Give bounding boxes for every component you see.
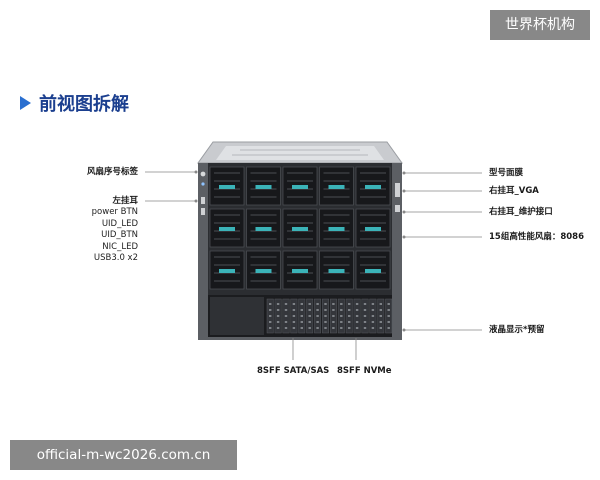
fan-module xyxy=(355,166,391,206)
fan-module xyxy=(246,250,281,290)
fan-handle-tag xyxy=(328,269,345,273)
watermark-top: 世界杯机构 xyxy=(490,10,590,40)
fan-handle-tag xyxy=(365,269,381,273)
fan-module xyxy=(355,250,391,290)
fan-module xyxy=(246,208,281,248)
fan-handle-tag xyxy=(255,185,272,189)
fan-module xyxy=(355,208,391,248)
fan-handle-tag xyxy=(292,227,308,231)
left-ear-item-nic-led: NIC_LED xyxy=(102,241,138,252)
fan-handle-tag xyxy=(255,227,272,231)
usb-port-icon xyxy=(201,208,205,215)
left-ear-item-uid-led: UID_LED xyxy=(101,218,138,229)
sata-sas-label: 8SFF SATA/SAS xyxy=(257,366,330,376)
fan-module xyxy=(209,250,245,290)
fan-module-grid xyxy=(209,166,391,290)
fans-label: 15组高性能风扇：8086 xyxy=(489,232,584,242)
section-title-text: 前视图拆解 xyxy=(39,94,129,115)
right-ear xyxy=(392,163,402,339)
fan-handle-tag xyxy=(255,269,272,273)
vga-port-icon xyxy=(395,183,400,197)
play-arrow-icon xyxy=(20,96,31,110)
fan-handle-tag xyxy=(365,185,381,189)
left-ear-item-usb: USB3.0 x2 xyxy=(93,253,138,263)
left-ear xyxy=(198,163,208,339)
nvme-label: 8SFF NVMe xyxy=(337,366,392,376)
fan-module xyxy=(246,166,281,206)
fan-handle-tag xyxy=(328,185,345,189)
chassis-top-panel xyxy=(216,146,384,160)
fan-module xyxy=(319,166,354,206)
section-title: 前视图拆解 xyxy=(20,90,129,116)
maintenance-port-icon xyxy=(395,205,400,212)
drive-slots xyxy=(266,298,393,334)
usb-port-icon xyxy=(201,197,205,204)
fan-module xyxy=(209,208,245,248)
fan-handle-tag xyxy=(328,227,345,231)
fan-handle-tag xyxy=(219,269,235,273)
fan-module xyxy=(319,208,354,248)
model-panel-label: 型号面膜 xyxy=(489,168,524,178)
fan-module xyxy=(319,250,354,290)
fan-serial-label: 风扇序号标签 xyxy=(86,167,138,177)
fan-handle-tag xyxy=(219,185,235,189)
fan-handle-tag xyxy=(365,227,381,231)
fan-handle-tag xyxy=(219,227,235,231)
lcd-reserved-panel xyxy=(210,297,264,335)
fan-module xyxy=(282,250,318,290)
fan-module xyxy=(209,166,245,206)
left-ear-item-power-btn: power BTN xyxy=(91,207,138,217)
watermark-bottom: official-m-wc2026.com.cn xyxy=(10,440,237,470)
fan-module xyxy=(282,166,318,206)
fan-module xyxy=(282,208,318,248)
right-ear-vga-label: 右挂耳_VGA xyxy=(489,186,539,196)
fan-handle-tag xyxy=(292,185,308,189)
lcd-label: 液晶显示*预留 xyxy=(489,325,545,335)
right-ear-maint-label: 右挂耳_维护接口 xyxy=(489,207,553,217)
left-ear-list: power BTN UID_LED UID_BTN NIC_LED USB3.0… xyxy=(92,207,138,265)
uid-led-icon xyxy=(201,182,205,186)
left-ear-item-uid-btn: UID_BTN xyxy=(101,230,138,240)
left-ear-title: 左挂耳 xyxy=(112,196,138,206)
power-button-icon xyxy=(200,171,206,177)
fan-handle-tag xyxy=(292,269,308,273)
